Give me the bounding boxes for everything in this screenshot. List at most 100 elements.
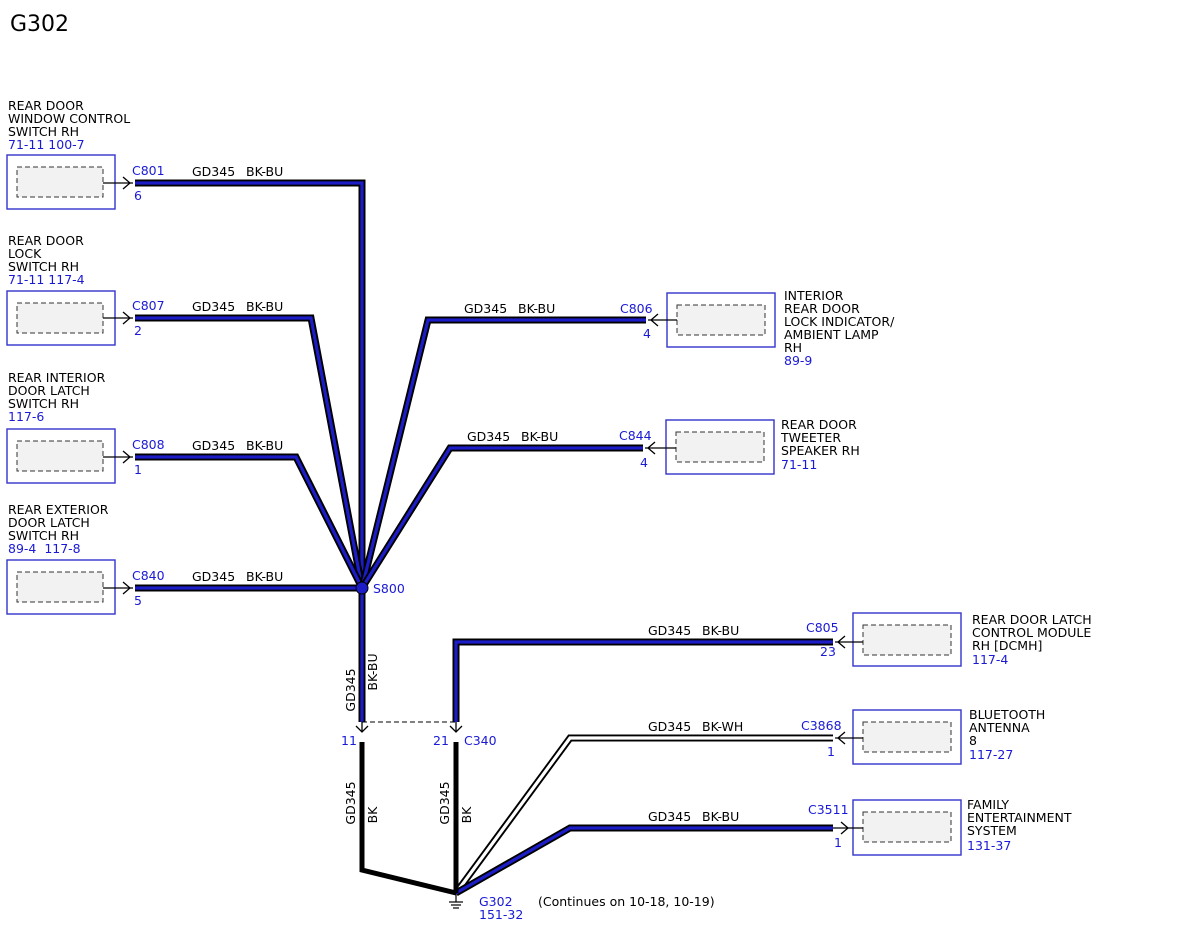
svg-text:TWEETER: TWEETER xyxy=(780,430,841,445)
svg-text:8: 8 xyxy=(969,733,977,748)
c807-pin: 2 xyxy=(134,323,142,338)
c3868-label: C3868 xyxy=(801,718,842,733)
c340-pin-left: 11 xyxy=(341,733,357,748)
svg-text:REAR DOOR: REAR DOOR xyxy=(8,233,84,248)
component-tweeter: REAR DOOR TWEETER SPEAKER RH 71-11 xyxy=(645,417,860,475)
c806-label: C806 xyxy=(620,301,653,316)
component-rear-interior-latch-switch: REAR INTERIOR DOOR LATCH SWITCH RH 117-6 xyxy=(6,370,133,484)
wire-c3511 xyxy=(454,824,833,897)
c805-pin: 23 xyxy=(820,644,836,659)
ground-label: G302 xyxy=(479,894,513,909)
wire-labels: GD345 BK-BU GD345 BK-BU GD345 BK-BU GD34… xyxy=(192,164,743,824)
svg-text:LOCK: LOCK xyxy=(8,246,42,261)
color-label: BK-BU xyxy=(702,623,739,638)
circuit-label: GD345 xyxy=(343,781,358,824)
circuit-label: GD345 xyxy=(192,569,235,584)
svg-text:REAR EXTERIOR: REAR EXTERIOR xyxy=(8,502,109,517)
circuit-label: GD345 xyxy=(192,299,235,314)
wire-c805 xyxy=(452,638,833,722)
circuit-label: GD345 xyxy=(648,719,691,734)
c3868-pin: 1 xyxy=(827,744,835,759)
color-label: BK-BU xyxy=(246,164,283,179)
svg-text:REAR DOOR LATCH: REAR DOOR LATCH xyxy=(972,612,1092,627)
color-label: BK-BU xyxy=(702,809,739,824)
svg-text:117-27: 117-27 xyxy=(969,747,1013,762)
c806-pin: 4 xyxy=(643,326,651,341)
svg-text:SWITCH RH: SWITCH RH xyxy=(8,259,79,274)
wire-labels-vertical: GD345 BK-BU GD345 BK GD345 BK xyxy=(343,653,474,824)
ground-icon xyxy=(449,893,463,909)
c840-pin: 5 xyxy=(134,593,142,608)
circuit-label: GD345 xyxy=(467,429,510,444)
c844-pin: 4 xyxy=(640,455,648,470)
svg-text:131-37: 131-37 xyxy=(967,838,1011,853)
component-rear-exterior-latch-switch: REAR EXTERIOR DOOR LATCH SWITCH RH 89-4 … xyxy=(6,502,133,615)
color-label: BK-BU xyxy=(365,653,380,690)
page-title: G302 xyxy=(10,12,69,37)
svg-text:SWITCH RH: SWITCH RH xyxy=(8,528,79,543)
svg-text:BLUETOOTH: BLUETOOTH xyxy=(969,707,1045,722)
wire-c844 xyxy=(359,444,643,590)
wire-c807 xyxy=(135,314,366,589)
c340-label: C340 xyxy=(464,733,497,748)
svg-text:89-9: 89-9 xyxy=(784,353,812,368)
c840-label: C840 xyxy=(132,568,165,583)
svg-text:REAR DOOR: REAR DOOR xyxy=(781,417,857,432)
c801-label: C801 xyxy=(132,163,165,178)
color-label: BK-BU xyxy=(246,569,283,584)
svg-text:RH: RH xyxy=(784,340,802,355)
svg-text:RH [DCMH]: RH [DCMH] xyxy=(972,638,1042,653)
color-label: BK-BU xyxy=(521,429,558,444)
svg-text:SYSTEM: SYSTEM xyxy=(967,823,1017,838)
svg-text:71-11: 71-11 xyxy=(781,457,817,472)
color-label: BK-BU xyxy=(246,299,283,314)
svg-text:ENTERTAINMENT: ENTERTAINMENT xyxy=(967,810,1072,825)
svg-text:REAR DOOR: REAR DOOR xyxy=(784,301,860,316)
svg-text:SWITCH RH: SWITCH RH xyxy=(8,124,79,139)
wire-c801 xyxy=(135,179,366,588)
component-rear-door-lock-switch: REAR DOOR LOCK SWITCH RH 71-11 117-4 xyxy=(6,233,133,346)
svg-text:117-4: 117-4 xyxy=(972,652,1008,667)
splice-s800-dot xyxy=(355,581,369,595)
component-rear-door-window-switch: REAR DOOR WINDOW CONTROL SWITCH RH 71-11… xyxy=(6,98,133,210)
c340-pin-right: 21 xyxy=(433,733,449,748)
circuit-label: GD345 xyxy=(648,809,691,824)
c805-label: C805 xyxy=(806,620,839,635)
color-label: BK-BU xyxy=(518,301,555,316)
ground-ref: 151-32 xyxy=(479,907,523,922)
svg-text:71-11 117-4: 71-11 117-4 xyxy=(8,272,85,287)
circuit-label: GD345 xyxy=(648,623,691,638)
svg-text:71-11 100-7: 71-11 100-7 xyxy=(8,137,85,152)
svg-text:DOOR LATCH: DOOR LATCH xyxy=(8,383,90,398)
c3511-pin: 1 xyxy=(834,835,842,850)
wire-c806 xyxy=(358,316,646,589)
svg-text:117-6: 117-6 xyxy=(8,409,44,424)
circuit-label: GD345 xyxy=(192,164,235,179)
component-interior-lamp: INTERIOR REAR DOOR LOCK INDICATOR/ AMBIE… xyxy=(648,288,895,368)
svg-text:DOOR LATCH: DOOR LATCH xyxy=(8,515,90,530)
splice-label: S800 xyxy=(373,581,405,596)
svg-text:89-4 117-8: 89-4 117-8 xyxy=(8,541,81,556)
wire-c3868 xyxy=(453,734,833,896)
wire-bk-left xyxy=(359,742,457,896)
color-label: BK xyxy=(365,806,380,824)
svg-text:SWITCH RH: SWITCH RH xyxy=(8,396,79,411)
c3511-label: C3511 xyxy=(808,802,849,817)
color-label: BK-WH xyxy=(702,719,743,734)
circuit-label: GD345 xyxy=(437,781,452,824)
circuit-label: GD345 xyxy=(343,668,358,711)
c807-label: C807 xyxy=(132,298,165,313)
c808-label: C808 xyxy=(132,437,165,452)
inline-connector-c340 xyxy=(355,721,463,733)
svg-text:SPEAKER RH: SPEAKER RH xyxy=(781,443,860,458)
svg-text:ANTENNA: ANTENNA xyxy=(969,720,1030,735)
component-family-entertainment: FAMILY ENTERTAINMENT SYSTEM 131-37 xyxy=(833,797,1072,856)
circuit-label: GD345 xyxy=(464,301,507,316)
color-label: BK xyxy=(459,806,474,824)
circuit-label: GD345 xyxy=(192,438,235,453)
component-bluetooth-antenna: BLUETOOTH ANTENNA 8 117-27 xyxy=(835,707,1045,765)
svg-text:WINDOW CONTROL: WINDOW CONTROL xyxy=(8,111,130,126)
c808-pin: 1 xyxy=(134,462,142,477)
svg-text:FAMILY: FAMILY xyxy=(967,797,1009,812)
